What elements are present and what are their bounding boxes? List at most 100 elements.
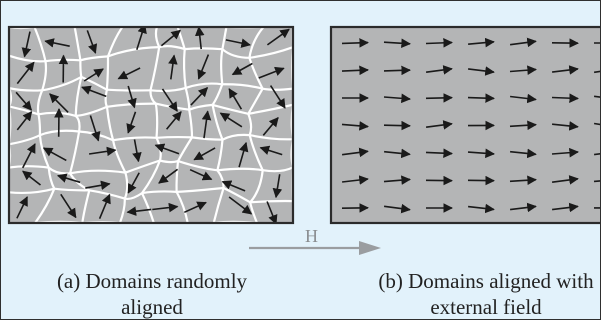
magnetization-arrow <box>98 193 111 220</box>
magnetization-arrow <box>88 146 117 157</box>
domain-wall <box>75 105 108 117</box>
magnetization-arrow <box>160 29 181 47</box>
domain-wall <box>80 55 109 62</box>
domain-wall <box>184 87 191 110</box>
aligned-magnetization-arrow <box>341 121 369 131</box>
magnetization-arrow <box>56 173 81 184</box>
domain-wall <box>154 103 159 138</box>
panel-aligned-domains <box>329 25 600 225</box>
domain-wall <box>33 27 47 62</box>
aligned-magnetization-arrow <box>467 148 495 159</box>
domain-wall <box>182 49 187 89</box>
domain-wall <box>185 82 223 89</box>
caption-random-domains: (a) Domains randomly aligned <box>7 268 297 319</box>
aligned-magnetization-arrow <box>425 65 453 75</box>
aligned-magnetization-arrow <box>509 175 537 186</box>
aligned-magnetization-arrow <box>383 93 411 104</box>
magnetization-arrow <box>228 196 253 215</box>
domain-wall <box>42 75 82 92</box>
magnetization-arrow <box>21 31 32 58</box>
aligned-magnetization-arrow <box>425 120 453 130</box>
domain-wall <box>74 115 81 132</box>
magnetization-arrow <box>16 110 33 131</box>
magnetization-arrow <box>228 88 243 110</box>
aligned-magnetization-arrow <box>551 175 579 185</box>
domain-wall <box>248 103 293 115</box>
field-arrow <box>249 241 381 255</box>
domain-wall <box>124 192 143 200</box>
domain-wall <box>34 188 56 223</box>
aligned-magnetization-arrow <box>509 37 537 48</box>
domain-wall <box>38 135 50 169</box>
aligned-magnetization-arrow <box>552 121 579 131</box>
magnetization-arrow <box>158 168 179 184</box>
domain-wall <box>191 136 223 141</box>
magnetization-arrow <box>60 193 77 219</box>
domain-wall <box>212 103 249 115</box>
domain-wall <box>125 159 161 174</box>
domain-wall <box>9 134 41 146</box>
caption-b-line-1: (b) Domains aligned with <box>378 269 594 293</box>
field-arrow-head <box>359 241 381 255</box>
magnetization-arrow <box>83 68 104 82</box>
domain-wall <box>188 109 194 138</box>
caption-b-line-2: external field <box>430 295 542 319</box>
magnetization-arrow <box>189 168 213 181</box>
domain-wall <box>262 166 293 173</box>
aligned-magnetization-arrow <box>341 147 369 158</box>
domain-wall <box>211 104 224 141</box>
magnetization-arrow <box>225 38 251 48</box>
aligned-magnetization-arrow <box>593 122 600 126</box>
domain-wall <box>36 89 44 115</box>
aligned-magnetization-arrow <box>552 202 579 213</box>
aligned-magnetization-arrow <box>384 148 411 159</box>
domain-wall <box>156 135 193 139</box>
magnetization-arrow <box>126 111 137 134</box>
aligned-magnetization-arrow <box>383 175 411 185</box>
aligned-domain-arrows <box>341 37 600 214</box>
domain-wall <box>247 113 253 136</box>
domain-wall <box>177 136 193 162</box>
domain-wall <box>105 106 115 141</box>
domain-wall <box>177 160 218 172</box>
aligned-magnetization-arrow <box>593 180 600 183</box>
domain-wall <box>154 27 161 48</box>
aligned-magnetization-arrow <box>552 65 579 75</box>
domain-wall <box>81 190 91 223</box>
panel-a-border <box>7 25 295 225</box>
aligned-magnetization-arrow <box>510 93 537 104</box>
domain-wall <box>112 140 127 174</box>
aligned-magnetization-arrow <box>510 202 537 213</box>
aligned-magnetization-arrow <box>383 203 411 214</box>
domain-wall <box>211 83 224 106</box>
magnetization-arrow <box>15 91 33 111</box>
panel-b-border <box>329 25 600 225</box>
magnetization-arrow <box>16 61 35 85</box>
domain-wall <box>107 46 160 58</box>
domain-wall <box>123 172 129 200</box>
magnetization-arrow <box>194 27 205 50</box>
domain-wall <box>184 47 223 51</box>
magnetization-arrow <box>117 67 141 80</box>
domain-wall <box>141 192 155 223</box>
domain-wall <box>106 27 124 57</box>
domain-wall <box>212 187 225 223</box>
domain-wall <box>105 56 110 90</box>
aligned-magnetization-arrow <box>383 120 411 131</box>
domain-wall <box>141 160 161 194</box>
domain-wall <box>221 133 250 141</box>
magnetization-arrow <box>165 111 182 130</box>
domain-wall <box>158 45 186 51</box>
domain-wall <box>69 172 90 192</box>
aligned-magnetization-arrow <box>383 38 411 49</box>
magnetization-arrow <box>266 201 278 223</box>
domain-wall <box>150 86 187 92</box>
aligned-magnetization-arrow <box>593 70 600 74</box>
aligned-magnetization-arrow <box>342 175 369 185</box>
aligned-magnetization-arrow <box>425 148 453 158</box>
magnetization-arrow <box>16 196 28 219</box>
domain-wall <box>69 169 126 175</box>
magnetization-arrow <box>127 85 137 109</box>
